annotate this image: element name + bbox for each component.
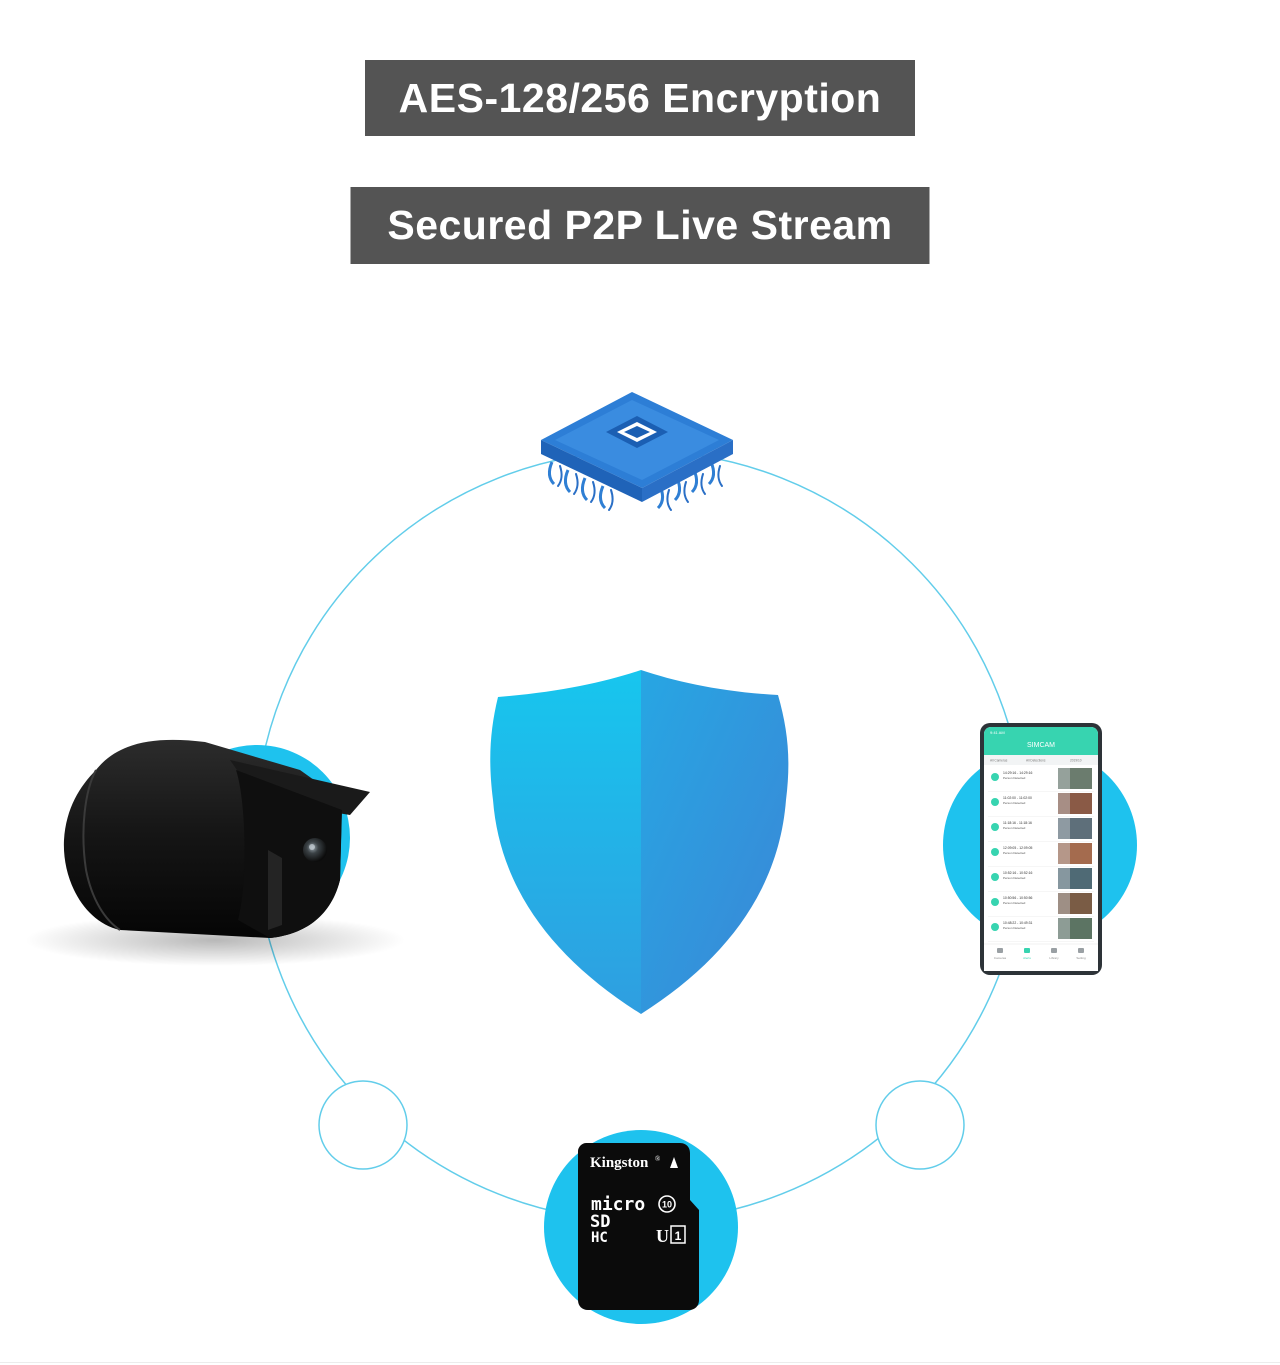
sd-logo-triangle: [670, 1157, 678, 1168]
event-time: 10:48:22 - 10:49:31: [1003, 921, 1033, 925]
event-type: Person Detected: [1003, 776, 1026, 780]
sd-card-image: Kingston ® micro SD HC 10 U 1: [578, 1143, 699, 1310]
nav-label-0[interactable]: Cameras: [994, 956, 1007, 960]
event-time: 10:52:16 - 10:52:16: [1003, 871, 1033, 875]
event-thumbnail[interactable]: [1058, 868, 1092, 889]
event-thumbnail-highlight: [1058, 843, 1070, 864]
nav-icon-0[interactable]: [997, 948, 1003, 953]
sd-class-circle: [658, 1195, 676, 1213]
page-bottom-divider: [0, 1362, 1280, 1363]
nav-icon-1[interactable]: [1024, 948, 1030, 953]
event-time: 14:29:16 - 14:29:16: [1003, 771, 1033, 775]
sd-uhs-box: [670, 1225, 686, 1244]
event-person-icon: [991, 923, 999, 931]
event-thumbnail[interactable]: [1058, 818, 1092, 839]
event-time: 10:50:56 - 10:50:56: [1003, 896, 1033, 900]
shield-icon: [490, 670, 789, 1014]
event-person-icon: [991, 898, 999, 906]
phone-filter-0[interactable]: All Cameras: [990, 759, 1008, 763]
nav-label-3[interactable]: Setting: [1076, 956, 1086, 960]
event-type: Person Detected: [1003, 826, 1026, 830]
event-thumbnail[interactable]: [1058, 843, 1092, 864]
nav-label-1[interactable]: Alerts: [1023, 956, 1031, 960]
event-type: Person Detected: [1003, 901, 1026, 905]
ring-node-right: [875, 1080, 965, 1170]
sd-logo-hc: HC: [591, 1230, 608, 1246]
event-thumbnail[interactable]: [1058, 918, 1092, 939]
phone-clock: 9:41 AM: [990, 730, 1005, 735]
chip-icon: [541, 392, 733, 512]
event-person-icon: [991, 773, 999, 781]
event-thumbnail-highlight: [1058, 893, 1070, 914]
event-thumbnail-highlight: [1058, 918, 1070, 939]
sd-uhs-mark: 1: [675, 1229, 682, 1243]
encryption-badge: AES-128/256 Encryption: [365, 60, 915, 136]
event-person-icon: [991, 823, 999, 831]
event-type: Person Detected: [1003, 851, 1026, 855]
nav-icon-3[interactable]: [1078, 948, 1084, 953]
event-time: 11:18:16 - 11:18:16: [1003, 821, 1032, 825]
phone-filter-1[interactable]: All Detections: [1026, 759, 1046, 763]
nav-label-2[interactable]: Library: [1049, 956, 1059, 960]
camera-image: [25, 739, 405, 966]
event-person-icon: [991, 848, 999, 856]
event-person-icon: [991, 873, 999, 881]
event-thumbnail[interactable]: [1058, 893, 1092, 914]
event-time: 12:09:05 - 12:09:05: [1003, 846, 1033, 850]
nav-icon-2[interactable]: [1051, 948, 1057, 953]
phone-app-title: SIMCAM: [1027, 742, 1055, 749]
event-thumbnail[interactable]: [1058, 793, 1092, 814]
event-person-icon: [991, 798, 999, 806]
phone-image: 9:41 AM SIMCAM All Cameras All Detections…: [980, 723, 1102, 975]
sd-class-mark: 10: [662, 1200, 672, 1210]
sd-brand: Kingston: [590, 1155, 649, 1171]
phone-filter-2[interactable]: 2019/10: [1070, 759, 1082, 763]
sd-logo-micro: micro: [591, 1194, 645, 1215]
sd-logo-sd: SD: [590, 1212, 610, 1232]
p2p-stream-badge: Secured P2P Live Stream: [350, 187, 930, 264]
event-type: Person Detected: [1003, 801, 1026, 805]
ring-node-left: [318, 1080, 408, 1170]
event-time: 11:02:00 - 11:02:00: [1003, 796, 1032, 800]
event-type: Person Detected: [1003, 876, 1026, 880]
event-thumbnail-highlight: [1058, 868, 1070, 889]
event-thumbnail-highlight: [1058, 768, 1070, 789]
event-thumbnail-highlight: [1058, 818, 1070, 839]
sd-trademark: ®: [655, 1155, 661, 1163]
sd-uhs-u: U: [656, 1226, 669, 1246]
event-thumbnail[interactable]: [1058, 768, 1092, 789]
event-thumbnail-highlight: [1058, 793, 1070, 814]
event-type: Person Detected: [1003, 926, 1026, 930]
